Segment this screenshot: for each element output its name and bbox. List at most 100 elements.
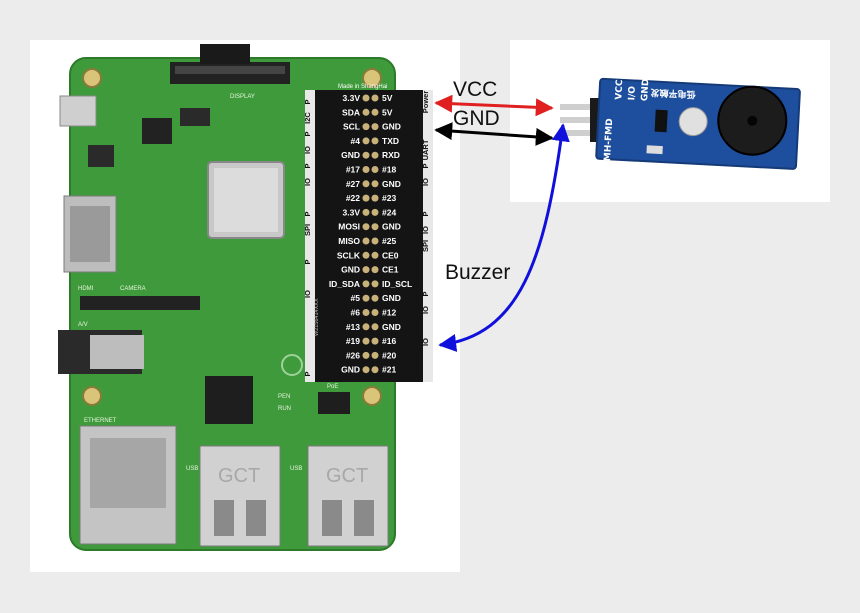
gpio-pin-pad — [371, 194, 379, 202]
header-side-label-left: IO — [303, 146, 312, 154]
gpio-pin-pad — [371, 323, 379, 331]
module-pin-label-vcc: VCC — [614, 79, 625, 100]
header-side-label-left: P — [303, 163, 312, 168]
hdmi-label: HDMI — [78, 286, 94, 292]
gpio-pin-label-right: #23 — [382, 193, 396, 203]
buzzer-label: Buzzer — [445, 261, 511, 284]
header-side-label-right: IO — [421, 226, 430, 234]
raspberry-logo-icon — [281, 354, 303, 376]
header-serial: W2156414XXX — [314, 298, 320, 336]
gpio-pin-pad — [362, 151, 370, 159]
module-model: MH-FMD — [603, 118, 615, 161]
header-side-label-right: IO — [421, 178, 430, 186]
gpio-pin-label-left: #4 — [351, 136, 361, 146]
gpio-pin-pad — [371, 166, 379, 173]
sd-card-slot — [200, 44, 250, 64]
gpio-pin-pad — [371, 351, 379, 359]
header-side-label-left: IO — [303, 290, 312, 298]
gnd-wire — [434, 122, 554, 146]
usb-brand-left: GCT — [218, 465, 260, 487]
header-side-label-left: SPI — [303, 224, 312, 236]
module-pin-label-io: I/O — [627, 86, 638, 101]
ethernet-label: ETHERNET — [84, 418, 117, 424]
gpio-pin-pad — [362, 323, 370, 331]
gpio-pin-label-left: SCLK — [337, 250, 361, 260]
gpio-pin-label-left: GND — [341, 150, 360, 160]
module-transistor — [654, 109, 668, 133]
header-note: Made in ShangHai — [338, 84, 387, 90]
gpio-pin-label-left: ID_SDA — [329, 279, 360, 289]
header-side-label-left: I2C — [303, 112, 312, 124]
gpio-pin-pad — [371, 94, 379, 102]
gpio-pin-pad — [362, 94, 370, 102]
gpio-pin-label-right: TXD — [382, 136, 399, 146]
gpio-pin-label-right: #25 — [382, 236, 396, 246]
micro-usb-port — [59, 95, 97, 127]
gpio-pin-pad — [371, 123, 379, 131]
gpio-pin-label-right: #12 — [382, 308, 396, 318]
gpio-pin-label-right: GND — [382, 322, 401, 332]
gpio-pin-pad — [362, 251, 370, 259]
gpio-pin-label-right: GND — [382, 179, 401, 189]
display-label: DISPLAY — [230, 94, 255, 100]
gpio-pin-pad — [362, 266, 370, 274]
gpio-pin-label-right: 5V — [382, 93, 393, 103]
mounting-hole — [362, 386, 382, 406]
gpio-pin-label-right: CE0 — [382, 250, 399, 260]
module-title-cn: 低电平触发 — [649, 86, 697, 100]
gpio-pin-label-left: GND — [341, 365, 360, 375]
module-pin-vcc — [560, 104, 596, 110]
vcc-wire — [434, 94, 554, 117]
poe-label: PoE — [327, 384, 338, 390]
header-left-stripe — [305, 90, 315, 382]
gpio-pin-label-left: #26 — [346, 350, 360, 360]
gpio-pin-label-right: #21 — [382, 365, 396, 375]
usb-brand-right: GCT — [326, 465, 368, 487]
gpio-pin-label-left: SDA — [342, 107, 360, 117]
gpio-pin-pad — [371, 223, 379, 231]
gpio-pin-pad — [362, 280, 370, 288]
usb-port-right — [307, 445, 389, 547]
gpio-pin-label-right: RXD — [382, 150, 400, 160]
vcc-label: VCC — [453, 78, 498, 101]
header-side-label-right: SPI — [421, 240, 430, 252]
gpio-pin-pad — [371, 337, 379, 345]
mounting-hole — [362, 68, 382, 88]
gpio-pin-label-left: 3.3V — [343, 207, 361, 217]
gpio-pin-label-right: #24 — [382, 207, 396, 217]
run-label: RUN — [278, 406, 291, 412]
gpio-pin-pad — [371, 266, 379, 274]
gpio-pin-pad — [371, 366, 379, 374]
header-side-label-right: IO — [421, 338, 430, 346]
header-side-label-right: P — [421, 291, 430, 296]
gpio-pin-pad — [362, 223, 370, 231]
gpio-pin-pad — [371, 151, 379, 159]
gpio-pin-pad — [362, 208, 370, 216]
buzzer-module: VCC I/O GND 低电平触发 MH-FMD — [560, 77, 801, 170]
header-side-label-left: P — [303, 259, 312, 264]
gpio-pin-pad — [362, 166, 370, 173]
gpio-pin-pad — [362, 294, 370, 302]
pen-label: PEN — [278, 394, 290, 400]
gpio-pin-label-left: #6 — [351, 308, 361, 318]
gpio-pin-label-right: #18 — [382, 165, 396, 175]
gpio-pin-label-right: #16 — [382, 336, 396, 346]
gpio-pin-label-right: 5V — [382, 107, 393, 117]
gpio-pin-label-left: GND — [341, 265, 360, 275]
gpio-pin-pad — [362, 309, 370, 316]
gpio-pin-pad — [371, 280, 379, 288]
gpio-pin-pad — [371, 237, 379, 245]
gpio-pin-pad — [371, 108, 379, 116]
gpio-pin-pad — [362, 366, 370, 374]
gpio-pin-pad — [371, 208, 379, 216]
av-label: A/V — [78, 322, 88, 328]
gpio-pin-label-left: #17 — [346, 165, 360, 175]
header-side-label-right: P — [421, 211, 430, 216]
gpio-pin-pad — [362, 137, 370, 145]
usb-port-left — [199, 445, 281, 547]
gpio-pin-pad — [371, 309, 379, 316]
